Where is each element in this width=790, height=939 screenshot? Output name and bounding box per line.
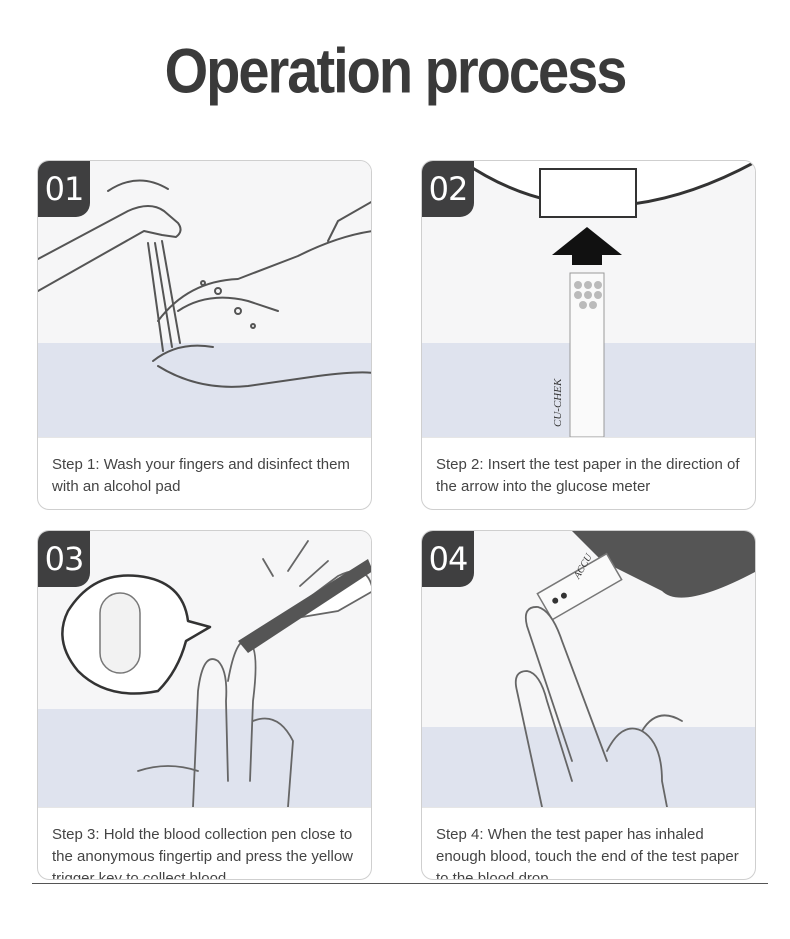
blood-drop-illustration (514, 531, 755, 807)
lancet-pen-illustration (61, 540, 371, 807)
step-3-illustration: 03 (38, 531, 371, 807)
step-2-illustration: CU-CHEK 02 (422, 161, 755, 437)
step-caption: Step 1: Wash your fingers and disinfect … (38, 437, 371, 509)
step-number-badge: 04 (422, 531, 474, 587)
step-card-4: ACCU 04 Step 4: When the test paper has … (421, 530, 756, 880)
step-1-illustration: 01 (38, 161, 371, 437)
step-number-badge: 02 (422, 161, 474, 217)
step-number-badge: 01 (38, 161, 90, 217)
step-card-3: 03 Step 3: Hold the blood collection pen… (37, 530, 372, 880)
meter-slot (539, 168, 637, 218)
page-title: Operation process (164, 35, 628, 106)
test-strip (536, 552, 623, 621)
step-card-2: CU-CHEK 02 Step 2: Insert the test paper… (421, 160, 756, 510)
bottom-divider (32, 883, 768, 884)
hand-washing-illustration (38, 179, 371, 388)
step-caption: Step 2: Insert the test paper in the dir… (422, 437, 755, 509)
arrow-up-icon (552, 227, 622, 265)
strip-brand-label: CU-CHEK (552, 378, 564, 427)
step-number-badge: 03 (38, 531, 90, 587)
test-strip (569, 272, 605, 437)
step-caption: Step 4: When the test paper has inhaled … (422, 807, 755, 879)
step-caption: Step 3: Hold the blood collection pen cl… (38, 807, 371, 879)
step-card-1: 01 Step 1: Wash your fingers and disinfe… (37, 160, 372, 510)
step-4-illustration: ACCU 04 (422, 531, 755, 807)
glucose-meter-illustration (461, 161, 755, 437)
